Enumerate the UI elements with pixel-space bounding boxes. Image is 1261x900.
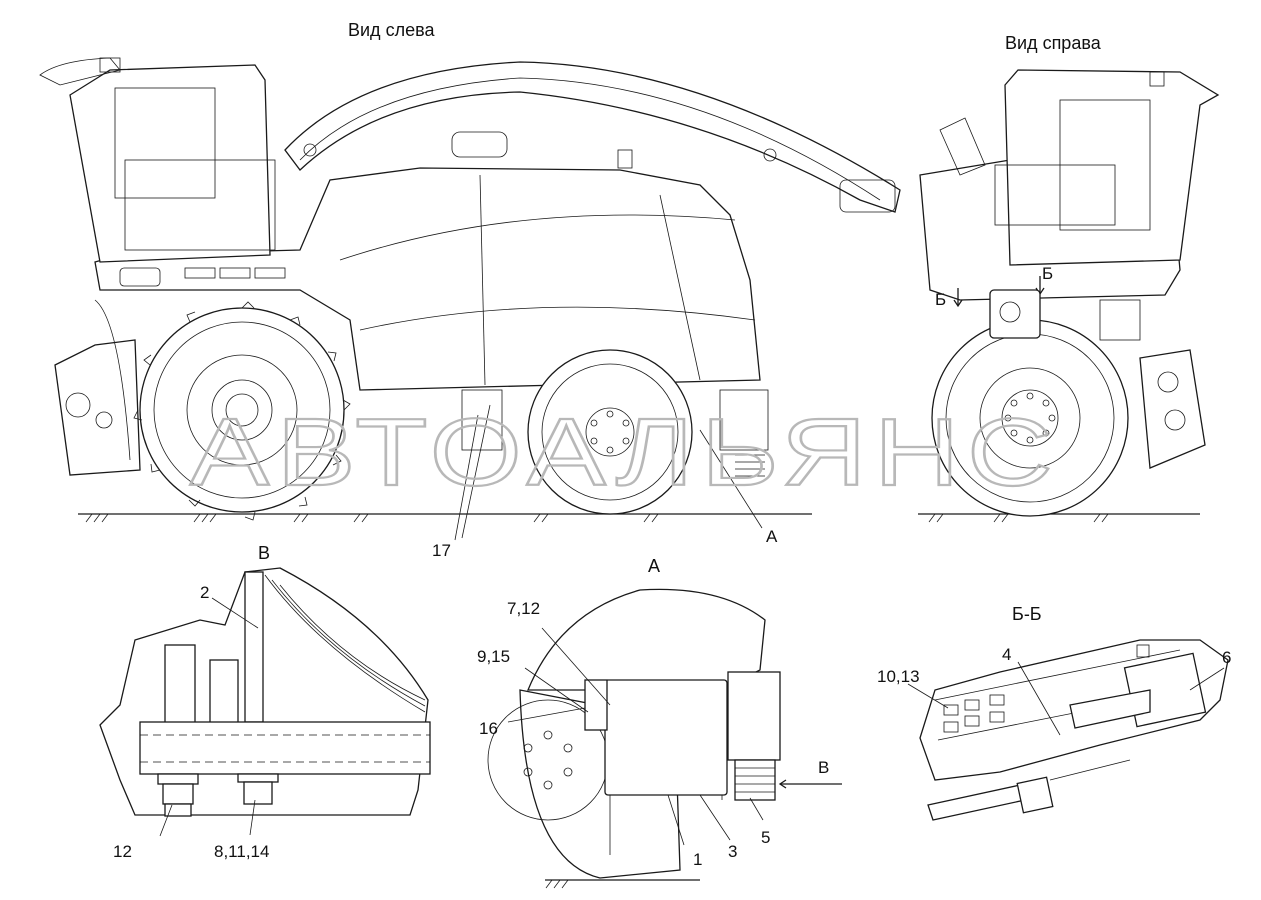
left-view-title: Вид слева bbox=[348, 20, 435, 40]
callout-2: 2 bbox=[200, 583, 209, 602]
left-view-harvester bbox=[39, 57, 901, 541]
section-b-marker-left: Б bbox=[935, 290, 946, 309]
callout-9-15: 9,15 bbox=[477, 647, 510, 666]
section-title: Б-Б bbox=[1012, 604, 1042, 624]
watermark: АВТОАЛЬЯНС bbox=[190, 399, 1060, 506]
callout-3: 3 bbox=[728, 842, 737, 861]
callout-1: 1 bbox=[693, 850, 702, 869]
right-view-title: Вид справа bbox=[1005, 33, 1102, 53]
callout-16: 16 bbox=[479, 719, 498, 738]
callout-7-12: 7,12 bbox=[507, 599, 540, 618]
callout-17: 17 bbox=[432, 541, 451, 560]
callout-5: 5 bbox=[761, 828, 770, 847]
arrow-v-marker: В bbox=[818, 758, 829, 777]
callout-12: 12 bbox=[113, 842, 132, 861]
callout-4: 4 bbox=[1002, 645, 1011, 664]
right-view-harvester bbox=[918, 69, 1220, 523]
callout-8-11-14: 8,11,14 bbox=[214, 842, 269, 861]
callout-10-13: 10,13 bbox=[877, 667, 920, 686]
detail-b-title: В bbox=[258, 543, 270, 563]
detail-b-fragment bbox=[99, 567, 431, 837]
detail-a-title: А bbox=[648, 556, 660, 576]
detail-a-fragment bbox=[487, 588, 842, 889]
callout-6: 6 bbox=[1222, 648, 1231, 667]
section-b-b-fragment bbox=[907, 639, 1229, 821]
section-b-marker-right: Б bbox=[1042, 264, 1053, 283]
view-a-marker: А bbox=[766, 527, 778, 546]
